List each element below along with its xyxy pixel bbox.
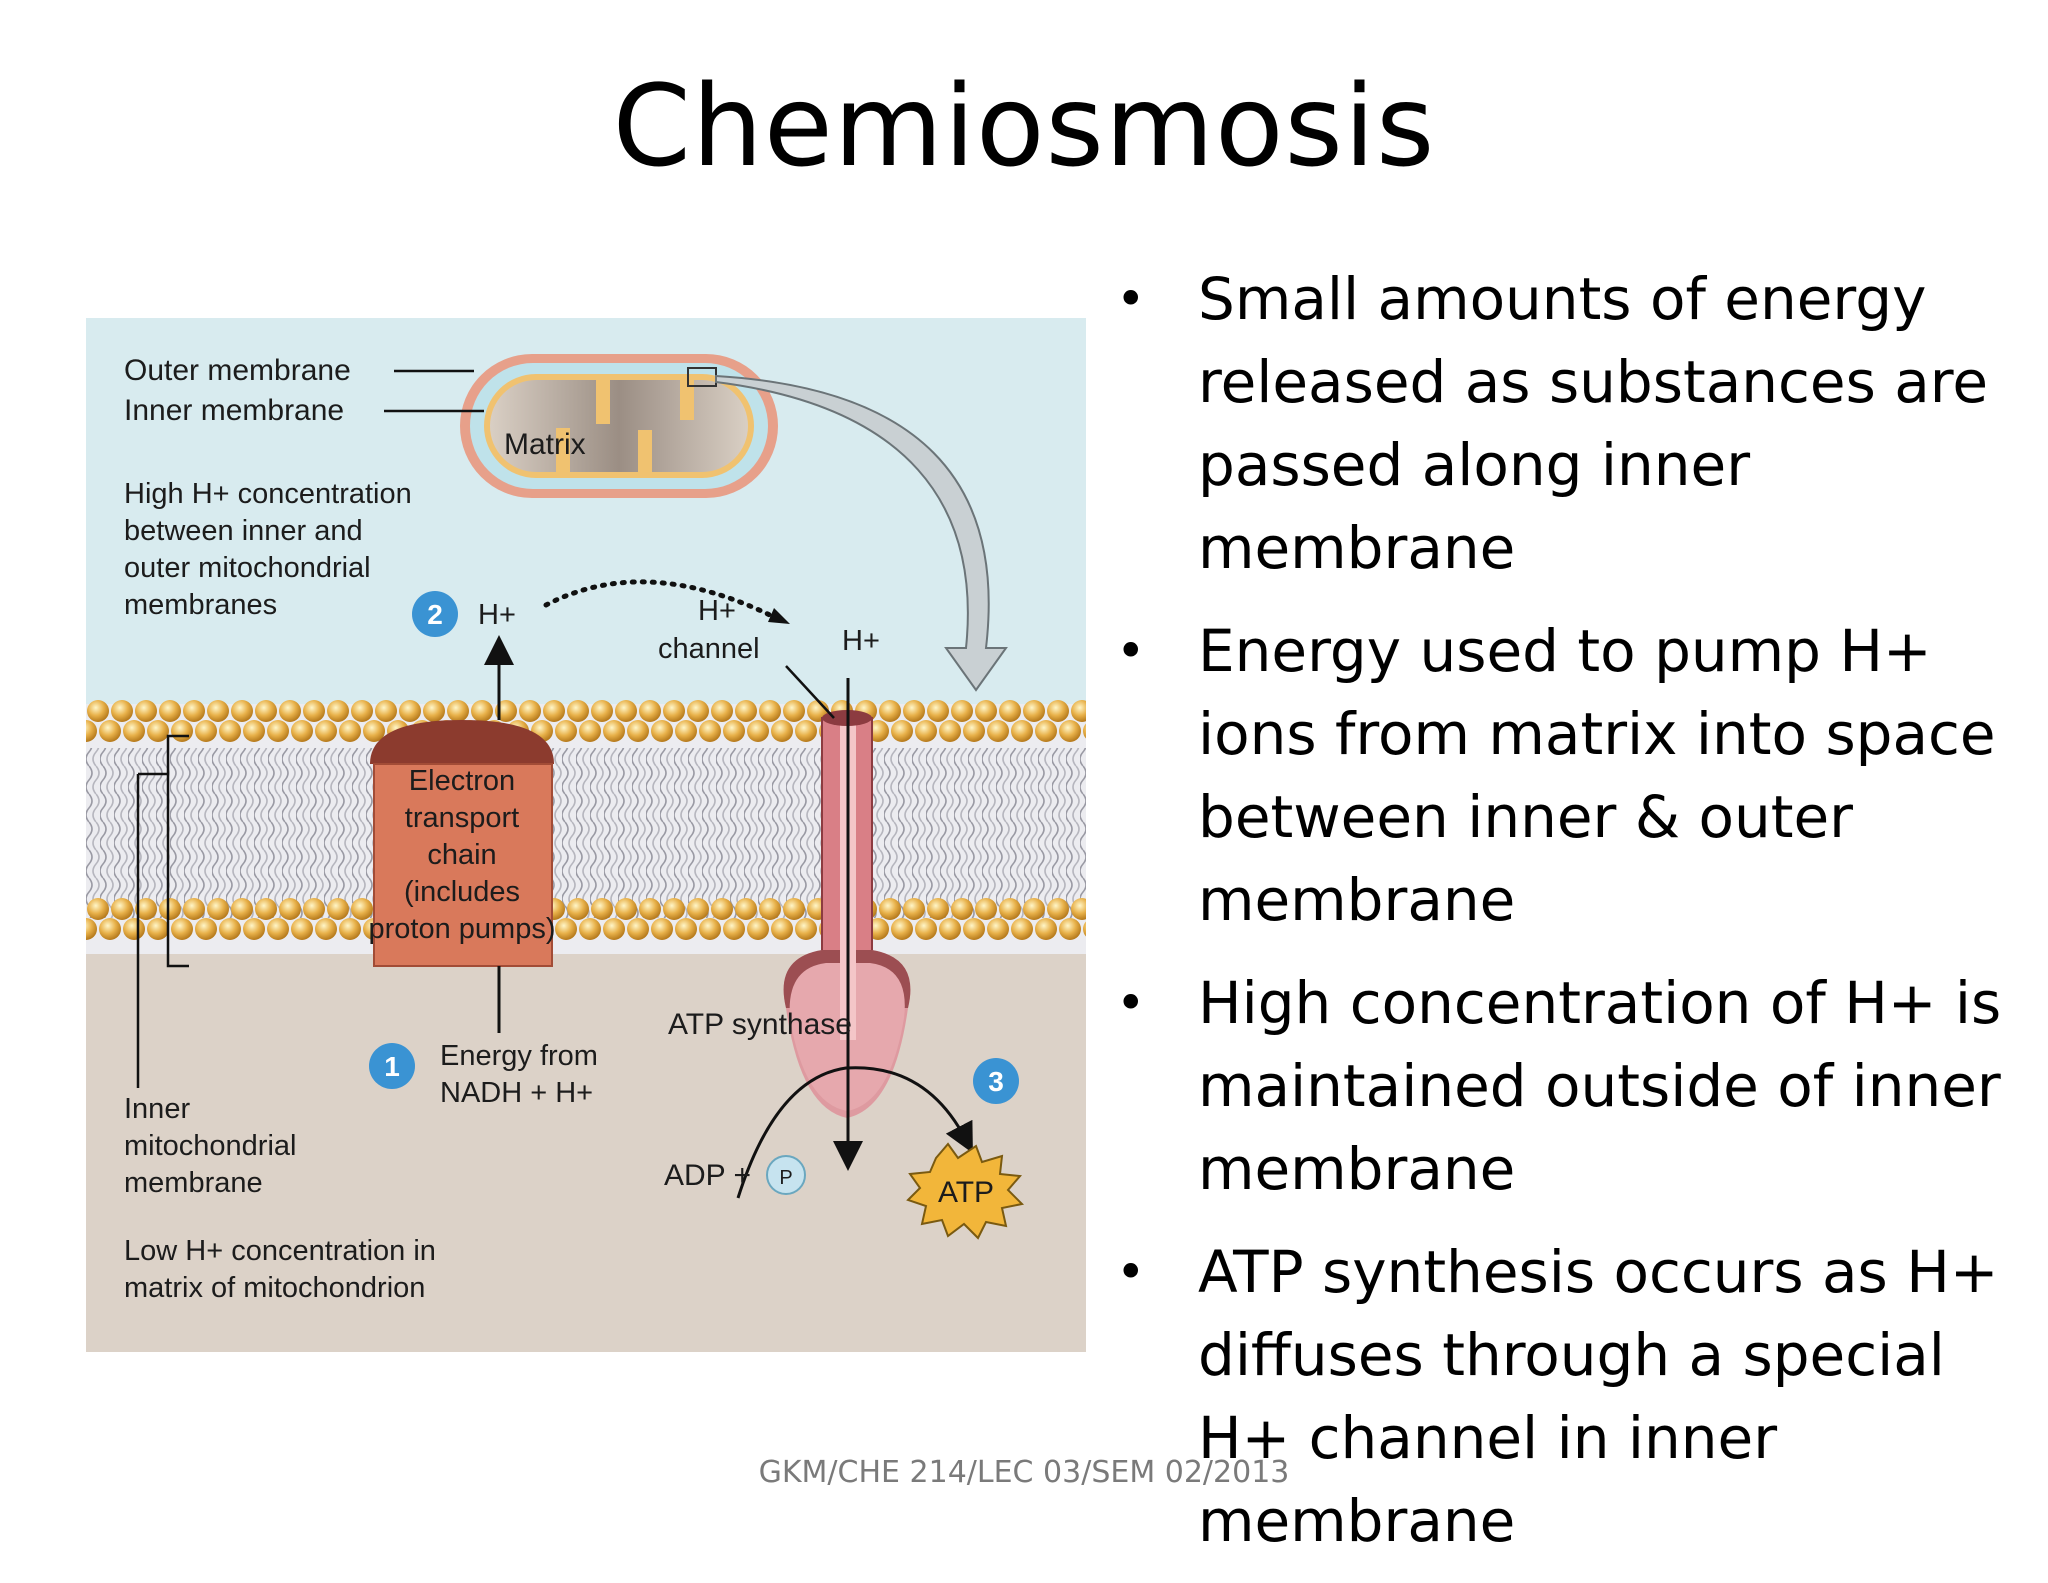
label-phosphate: P: [779, 1167, 792, 1189]
step-3-badge: [973, 1058, 1019, 1104]
label-etc-1: Electron: [409, 765, 515, 797]
label-low-h-2: matrix of mitochondrion: [124, 1272, 425, 1304]
zoom-arrow: [715, 374, 1008, 692]
label-atp-synthase: ATP synthase: [668, 1008, 852, 1041]
bullet-text: Small amounts of energy released as subs…: [1198, 265, 1989, 582]
step-1-label: 1: [384, 1051, 400, 1082]
electron-transport-chain: [370, 720, 554, 967]
bullet-item: • Energy used to pump H+ ions from matrix…: [1110, 610, 2030, 942]
mitochondrion: [460, 354, 778, 498]
label-inner-membrane: Inner membrane: [124, 394, 344, 427]
label-energy-1: Energy from: [440, 1040, 598, 1072]
bullet-item: • ATP synthesis occurs as H+ diffuses thr…: [1110, 1231, 2030, 1563]
label-adp: ADP +: [664, 1159, 751, 1192]
label-inner-mito-2: mitochondrial: [124, 1130, 296, 1162]
label-atp: ATP: [938, 1176, 994, 1209]
label-etc-2: transport: [405, 802, 519, 834]
label-etc-3: chain: [427, 839, 496, 871]
bilayer-outer-heads: [86, 700, 1086, 722]
bilayer-outer-heads-2: [86, 720, 1086, 742]
bullet-dot: •: [1116, 622, 1146, 680]
label-high-h-4: membranes: [124, 589, 277, 621]
label-etc-5: proton pumps): [369, 913, 556, 945]
step-1-badge: [369, 1043, 415, 1089]
label-h-channel-1: H+: [698, 595, 736, 627]
label-matrix: Matrix: [504, 428, 586, 461]
label-h-channel-2: channel: [658, 633, 760, 665]
slide-title: Chemiosmosis: [612, 62, 1436, 192]
label-low-h-1: Low H+ concentration in: [124, 1235, 436, 1267]
step-3-label: 3: [988, 1066, 1004, 1097]
lipid-tails: [86, 748, 1086, 918]
label-etc-4: (includes: [404, 876, 520, 908]
bullet-item: • Small amounts of energy released as sub…: [1110, 258, 2030, 590]
label-inner-mito-3: membrane: [124, 1167, 263, 1199]
bullet-text: High concentration of H+ is maintained o…: [1198, 969, 2002, 1203]
bullet-text: ATP synthesis occurs as H+ diffuses thro…: [1198, 1238, 1999, 1555]
label-high-h-2: between inner and: [124, 515, 363, 547]
bilayer-inner-heads-2: [86, 918, 1086, 940]
label-high-h-1: High H+ concentration: [124, 478, 412, 510]
bullet-text: Energy used to pump H+ ions from matrix …: [1198, 617, 1996, 934]
atp-starburst: [906, 1142, 1025, 1240]
label-high-h-3: outer mitochondrial: [124, 552, 371, 584]
label-h-ion-right: H+: [842, 625, 880, 657]
bullet-list: • Small amounts of energy released as sub…: [1110, 258, 2030, 1583]
phosphate-icon: [766, 1155, 806, 1195]
step-2-badge: [412, 591, 458, 637]
bullet-dot: •: [1116, 974, 1146, 1032]
label-inner-mito-1: Inner: [124, 1093, 190, 1125]
chemiosmosis-figure: Outer membrane Inner membrane Matrix Hig…: [86, 318, 1086, 1352]
label-h-ion-left: H+: [478, 599, 516, 631]
label-outer-membrane: Outer membrane: [124, 354, 351, 387]
bullet-dot: •: [1116, 270, 1146, 328]
label-energy-2: NADH + H+: [440, 1077, 593, 1109]
step-2-label: 2: [427, 599, 443, 630]
bullet-dot: •: [1116, 1243, 1146, 1301]
bullet-item: • High concentration of H+ is maintained …: [1110, 962, 2030, 1211]
bilayer-inner-heads: [86, 898, 1086, 920]
slide-footer: GKM/CHE 214/LEC 03/SEM 02/2013: [758, 1455, 1290, 1490]
chemiosmosis-diagram: Outer membrane Inner membrane Matrix Hig…: [86, 318, 1086, 1352]
